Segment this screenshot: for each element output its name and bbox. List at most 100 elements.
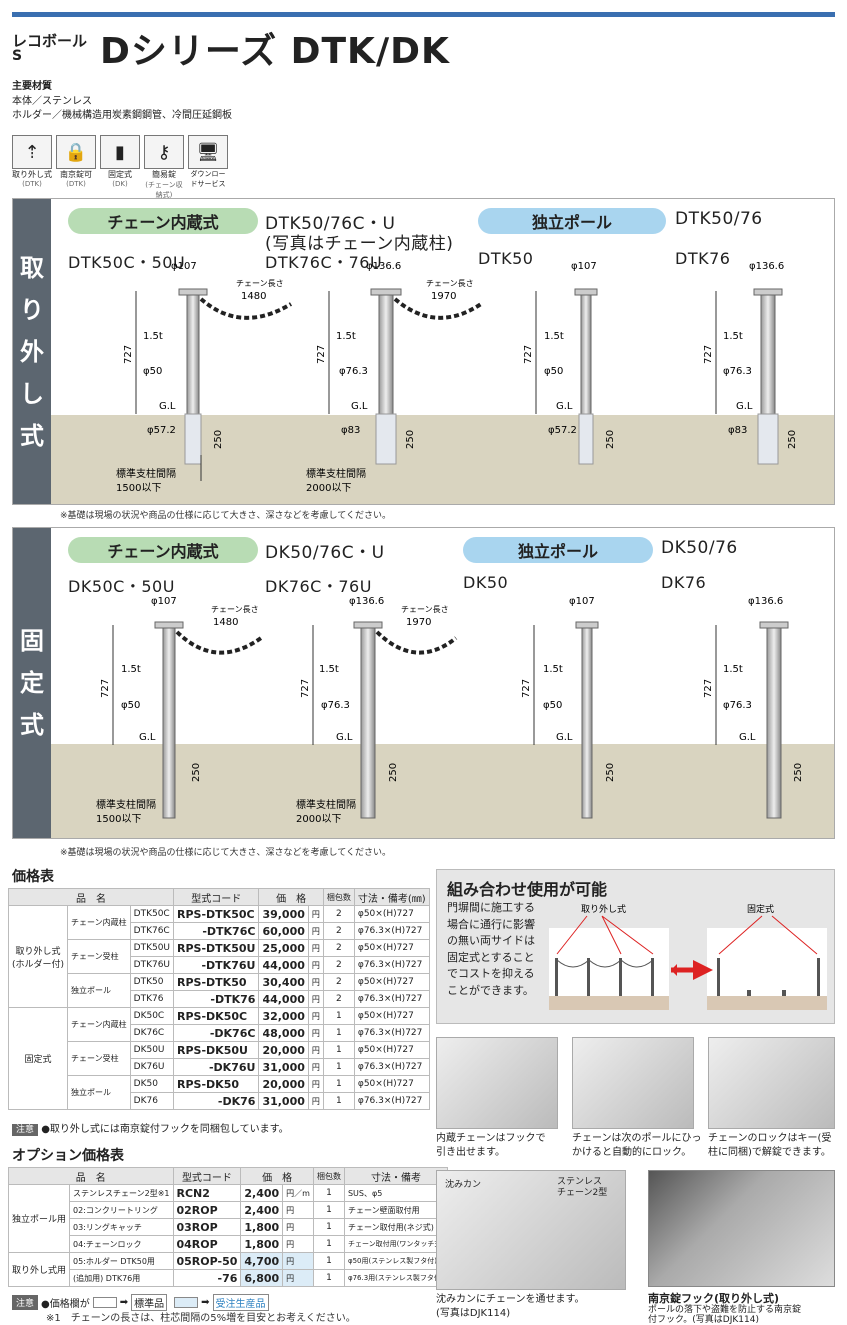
cell-qty: 1 xyxy=(312,1184,345,1202)
cell-price: 60,000 xyxy=(258,922,309,940)
photo-padlock-hook xyxy=(648,1170,835,1287)
sub-label: 独立ポール xyxy=(67,973,131,1008)
cell-name: DK50 xyxy=(129,1075,175,1093)
dim-label: 1480 xyxy=(241,291,266,302)
dim-label: φ57.2 xyxy=(147,425,176,436)
dim-label: G.L xyxy=(351,401,368,412)
cell-unit: 円 xyxy=(307,922,324,940)
model-label: DK50 xyxy=(463,573,509,592)
feature-detach: ⇡ 取り外し式 (DTK) xyxy=(12,135,52,200)
cell-name: DTK50U xyxy=(129,939,175,957)
table-row: DTK76C -DTK76C 60,000 円 2 φ76.3×(H)727 xyxy=(9,922,430,940)
cell-qty: 2 xyxy=(322,905,355,923)
dim-label: 標準支柱間隔 xyxy=(306,467,366,480)
feature-sub: (DK) xyxy=(112,180,128,188)
dim-label: 727 xyxy=(300,679,311,698)
hdr-independent: DTK50/76 xyxy=(675,209,763,229)
dim-label: φ76.3 xyxy=(723,700,752,711)
dim-label: 250 xyxy=(793,763,804,782)
model-label: DTK50 xyxy=(478,249,534,268)
dim-label: 標準支柱間隔 xyxy=(116,467,176,480)
cell-unit: 円 xyxy=(282,1252,314,1270)
cell-price: 31,000 xyxy=(258,1092,309,1110)
dim-label: 250 xyxy=(213,430,224,449)
download-icon[interactable]: 🖥 xyxy=(188,135,228,169)
cell-code: RPS-DTK50 xyxy=(173,973,260,991)
cell-dim: φ76.3×(H)727 xyxy=(353,1024,430,1042)
dim-label: φ76.3 xyxy=(723,366,752,377)
panel-side-label: 固 定 式 xyxy=(13,528,51,838)
dim-label: 1.5t xyxy=(723,664,743,675)
diagram-dtk50c xyxy=(135,288,293,481)
group-label: 固定式 xyxy=(7,1007,69,1110)
model-label: DK76 xyxy=(661,573,707,592)
table-row: 固定式 チェーン内蔵柱 DK50C RPS-DK50C 32,000 円 1 φ… xyxy=(7,1007,430,1110)
caption: 沈みカンにチェーンを通せます。(写真はDJK114) xyxy=(436,1294,585,1319)
cell-qty: 1 xyxy=(312,1201,345,1219)
cell-qty: 1 xyxy=(312,1235,345,1253)
feature-sub: (DTK) xyxy=(22,180,42,188)
cell-qty: 2 xyxy=(322,973,355,991)
dim-label: 標準支柱間隔 xyxy=(96,798,156,811)
materials-heading: 主要材質 xyxy=(12,81,52,92)
cell-dim: チェーン壁面取付用 xyxy=(343,1201,449,1219)
diagram-dk76c xyxy=(312,621,458,819)
pill-independent: 独立ポール xyxy=(463,537,653,563)
caption: チェーンは次のポールにひっかけると自動的にロック。 xyxy=(572,1133,702,1158)
cell-price: 30,400 xyxy=(258,973,309,991)
table-row: DK76 -DK76 31,000 円 1 φ76.3×(H)727 xyxy=(9,1092,430,1110)
cell-unit: 円 xyxy=(307,1024,324,1042)
feature-download[interactable]: 🖥 ダウンロードサービス xyxy=(188,135,228,200)
cell-qty: 1 xyxy=(312,1218,345,1236)
table-row: 独立ポール用 ステンレスチェーン2型※1 RCN2 2,400 円／m 1 SU… xyxy=(7,1184,449,1253)
arrow-icon: ➡ xyxy=(119,1297,129,1308)
cell-name: DK76U xyxy=(129,1058,175,1076)
materials-body: 本体／ステンレス xyxy=(12,96,92,107)
cell-dim: φ50×(H)727 xyxy=(353,939,430,957)
hdr-chain: DK50/76C・U xyxy=(265,543,385,563)
cell-qty: 2 xyxy=(322,939,355,957)
photo-hook-pull xyxy=(436,1037,558,1129)
pill-independent: 独立ポール xyxy=(478,208,666,234)
side-char: 定 xyxy=(20,669,44,697)
dim-label: φ107 xyxy=(151,596,177,607)
cell-qty: 1 xyxy=(312,1269,345,1287)
cell-code: 04ROP xyxy=(172,1235,242,1253)
cell-unit: 円 xyxy=(282,1269,314,1287)
fixed-post-icon: ▮ xyxy=(100,135,140,169)
panel-side-label: 取 り 外 し 式 xyxy=(13,199,51,504)
cell-name: ステンレスチェーン2型※1 xyxy=(69,1184,174,1202)
cell-code: 03ROP xyxy=(172,1218,242,1236)
cell-qty: 1 xyxy=(322,1092,355,1110)
cell-name: DK50C xyxy=(129,1007,175,1025)
diagram-dtk50 xyxy=(535,288,598,465)
cell-code: RPS-DTK50U xyxy=(173,939,260,957)
side-char: り xyxy=(20,295,44,324)
legend-swatch-standard xyxy=(92,1297,117,1308)
cell-unit: 円 xyxy=(307,956,324,974)
cell-qty: 1 xyxy=(312,1252,345,1270)
dim-label: G.L xyxy=(139,732,156,743)
cell-price: 20,000 xyxy=(258,1041,309,1059)
dim-label: φ107 xyxy=(571,261,597,272)
dim-label: 250 xyxy=(388,763,399,782)
cell-dim: φ50×(H)727 xyxy=(353,1041,430,1059)
cell-unit: 円 xyxy=(307,973,324,991)
caption: チェーンのロックはキー(受柱に同梱)で解錠できます。 xyxy=(708,1133,832,1158)
col-header: 梱包数 xyxy=(322,888,355,906)
col-header: 品 名 xyxy=(8,1167,174,1185)
price-table: 品 名 型式コード 価 格 梱包数 寸法・備考(㎜) 取り外し式(ホルダー付) … xyxy=(7,888,430,1110)
dim-label: 727 xyxy=(703,679,714,698)
cell-code: 02ROP xyxy=(172,1201,242,1219)
cell-name: DTK50C xyxy=(129,905,175,923)
cell-dim: SUS、φ5 xyxy=(343,1184,449,1202)
col-header: 価 格 xyxy=(258,888,324,906)
cell-code: RPS-DK50 xyxy=(173,1075,260,1093)
cell-price: 48,000 xyxy=(258,1024,309,1042)
fixed-diagrams: φ107 チェーン長さ 1480 1.5t 727 φ50 G.L 250 標準… xyxy=(96,596,804,825)
panel-fixed: 固 定 式 チェーン内蔵式 DK50/76C・U 独立ポール DK50/76 D… xyxy=(12,527,835,839)
ground-area xyxy=(51,744,834,838)
table-header-row: 品 名 型式コード 価 格 梱包数 寸法・備考 xyxy=(8,1167,449,1185)
cell-dim: φ76.3用(ステンレス製フタ付) xyxy=(343,1269,449,1287)
cell-unit: 円／m xyxy=(282,1184,314,1202)
